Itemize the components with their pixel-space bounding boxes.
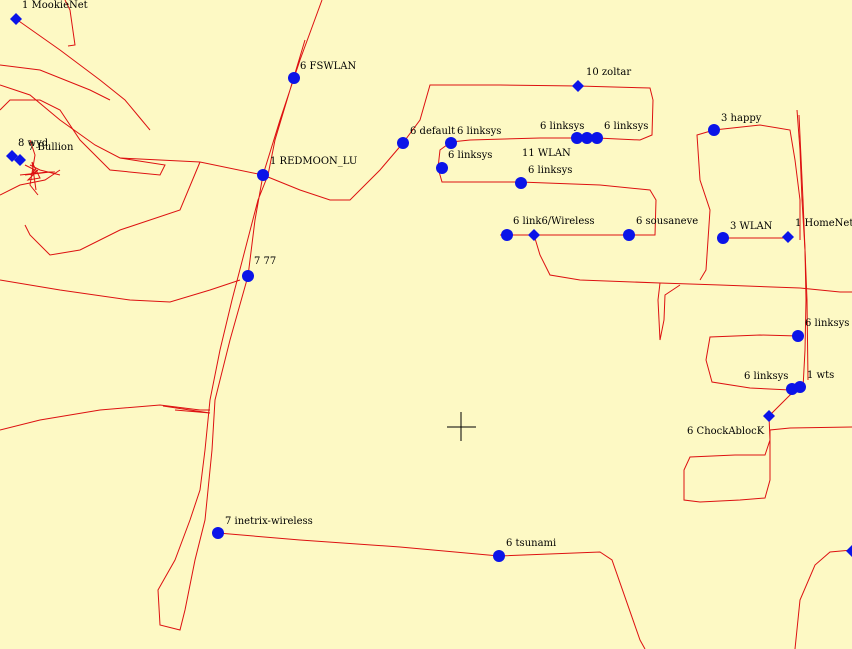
track-segment — [437, 141, 657, 236]
access-point-marker[interactable] — [623, 229, 635, 241]
access-point-label: 7 Bullion — [28, 142, 74, 153]
access-point-label: 6 linksys — [448, 150, 492, 161]
access-point-label: 6 sousaneve — [636, 216, 698, 227]
track-scribble — [19, 161, 55, 191]
access-point-label: 3 WLAN — [730, 221, 773, 232]
access-point-marker[interactable] — [792, 330, 804, 342]
crosshair-icon — [447, 412, 476, 441]
access-point-marker[interactable] — [397, 137, 409, 149]
track-segment — [262, 142, 404, 201]
access-point-label: 7 inetrix-wireless — [225, 516, 313, 527]
track-segment — [0, 64, 111, 101]
access-point-marker[interactable] — [288, 72, 300, 84]
access-point-marker[interactable] — [581, 132, 593, 144]
track-segment — [64, 0, 76, 47]
access-point-label: 1 REDMOON_LU — [270, 156, 357, 167]
access-point-marker[interactable] — [708, 124, 720, 136]
access-point-label: 10 zoltar — [586, 67, 631, 78]
access-point-label: 3 happy — [721, 113, 762, 124]
access-point-label: 8 wyd — [18, 138, 49, 149]
track-segment — [705, 334, 799, 391]
track-segment — [799, 287, 852, 293]
access-point-label: 1 MookieNet — [22, 0, 88, 11]
track-segment — [0, 279, 241, 303]
access-point-marker[interactable] — [257, 169, 269, 181]
access-point-marker[interactable] — [528, 229, 540, 241]
track-segment — [29, 139, 39, 196]
access-point-marker[interactable] — [782, 231, 794, 243]
access-point-label: 6 linksys — [528, 165, 572, 176]
access-point-label: 7 77 — [254, 256, 276, 267]
track-segment — [15, 18, 151, 131]
access-point-marker[interactable] — [445, 137, 457, 149]
access-point-marker[interactable] — [436, 162, 448, 174]
access-point-marker[interactable] — [515, 177, 527, 189]
access-point-label: 1 wts — [807, 370, 834, 381]
track-segment — [29, 164, 61, 176]
access-point-marker[interactable] — [846, 545, 852, 557]
access-point-marker[interactable] — [493, 550, 505, 562]
track-segment — [798, 114, 809, 381]
access-point-label: 6 linksys — [457, 126, 501, 137]
access-point-label: 6 ChockAblocK — [687, 426, 765, 437]
access-point-marker[interactable] — [10, 13, 22, 25]
track-segment — [402, 84, 654, 144]
access-point-marker[interactable] — [572, 80, 584, 92]
track-segment — [696, 129, 715, 281]
access-point-label: 6 linksys — [744, 371, 788, 382]
access-point-marker[interactable] — [591, 132, 603, 144]
track-segment — [533, 234, 801, 289]
access-point-label: 6 FSWLAN — [300, 61, 356, 72]
track-segment — [0, 84, 264, 176]
access-point-label: 11 WLAN — [522, 148, 571, 159]
access-point-marker[interactable] — [14, 154, 26, 166]
track-segment — [683, 387, 852, 503]
track-segment — [0, 404, 210, 431]
access-point-label: 6 link6/Wireless — [513, 216, 595, 227]
track-segment — [157, 0, 323, 631]
access-point-label: 6 linksys — [604, 121, 648, 132]
access-point-marker[interactable] — [794, 381, 806, 393]
access-point-marker[interactable] — [242, 270, 254, 282]
track-segment — [657, 282, 681, 341]
access-point-label: 6 linksys — [805, 318, 849, 329]
track-segment — [713, 124, 801, 240]
track-segment — [217, 532, 646, 649]
access-point-marker[interactable] — [763, 410, 775, 422]
track-segment — [0, 169, 61, 196]
track-segment — [24, 161, 201, 256]
track-segment — [162, 405, 211, 414]
track-segment — [0, 99, 166, 176]
access-point-marker[interactable] — [717, 232, 729, 244]
access-point-label: 1 HomeNet — [795, 218, 852, 229]
access-point-marker[interactable] — [501, 229, 513, 241]
access-point-marker[interactable] — [212, 527, 224, 539]
access-point-marker[interactable] — [571, 132, 583, 144]
access-point-label: 6 linksys — [540, 121, 584, 132]
access-point-label: 6 tsunami — [506, 538, 556, 549]
track-segment — [794, 549, 852, 649]
access-point-label: 6 default — [410, 126, 455, 137]
